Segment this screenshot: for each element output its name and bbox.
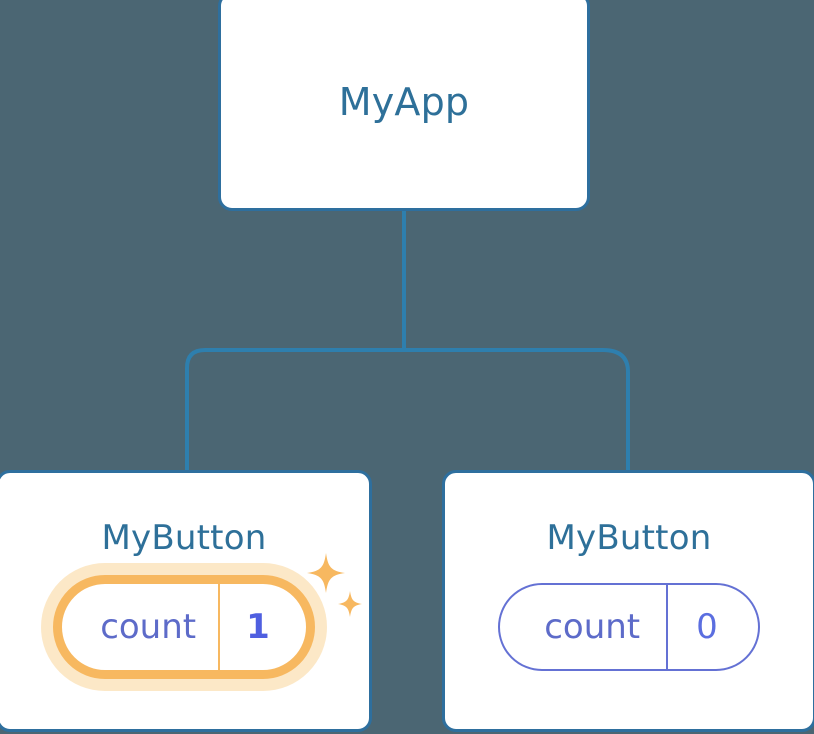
sparkle-icon — [306, 553, 362, 617]
sparkle-small-icon — [337, 591, 362, 617]
node-mybutton-left[interactable]: MyButton count 1 — [0, 470, 372, 732]
node-mybutton-left-title: MyButton — [101, 518, 267, 558]
connector-branch-bar — [185, 348, 630, 470]
state-pill-left-body[interactable]: count 1 — [53, 575, 315, 679]
node-myapp-title: MyApp — [338, 79, 470, 124]
state-key-label: count — [544, 607, 641, 647]
state-pill-left[interactable]: count 1 — [41, 553, 362, 691]
sparkle-large-icon — [306, 553, 345, 593]
state-pill-right-body[interactable]: count 0 — [498, 583, 760, 671]
state-key-label: count — [100, 607, 197, 647]
state-pill-divider — [218, 584, 221, 670]
state-pill-divider — [666, 585, 669, 669]
node-mybutton-right[interactable]: MyButton count 0 — [442, 470, 814, 732]
state-value-label: 0 — [696, 607, 718, 647]
node-mybutton-right-title: MyButton — [546, 518, 712, 558]
state-value-label: 1 — [246, 607, 270, 647]
node-myapp[interactable]: MyApp — [218, 0, 590, 211]
state-pill-right[interactable]: count 0 — [498, 583, 760, 671]
